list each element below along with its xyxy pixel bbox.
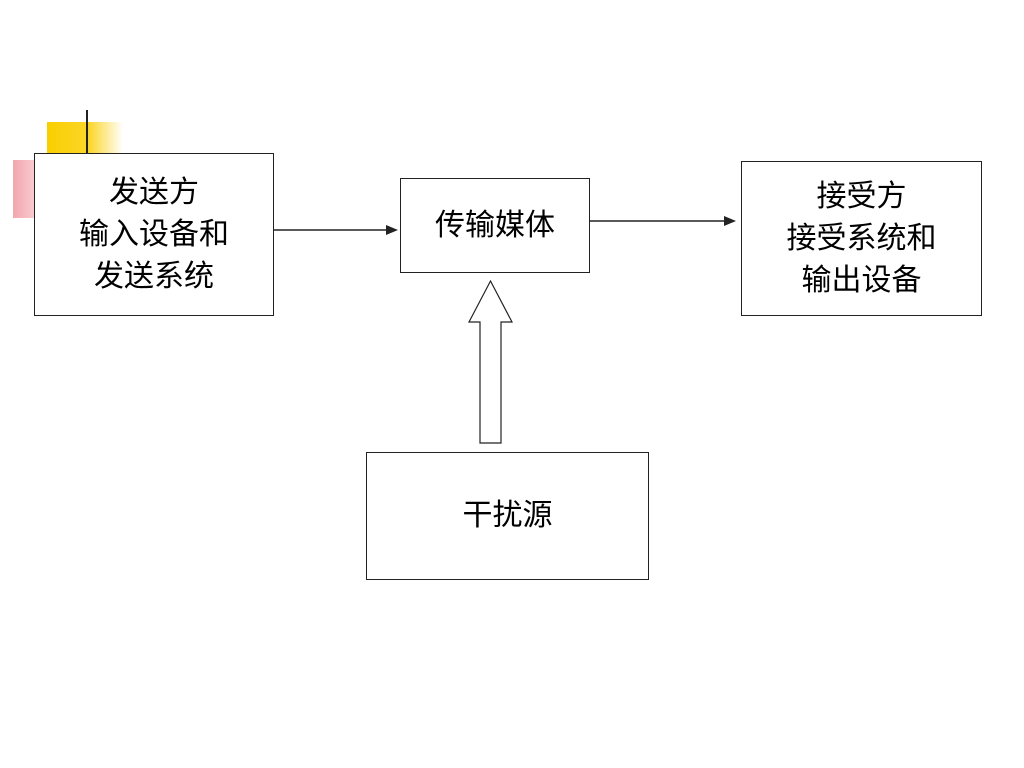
arrow-sender-to-medium: [274, 225, 398, 235]
receiver-line-1: 接受方: [816, 178, 907, 214]
noise-label: 干扰源: [462, 498, 553, 533]
medium-label: 传输媒体: [435, 207, 555, 243]
sender-line-2: 输入设备和: [79, 216, 229, 252]
noise-source-box: 干扰源: [366, 452, 649, 580]
arrow-medium-to-receiver: [590, 216, 736, 226]
receiver-line-3: 输出设备: [801, 262, 922, 298]
sender-line-3: 发送系统: [94, 258, 214, 294]
decorative-vertical-line: [86, 110, 88, 154]
receiver-box: 接受方 接受系统和 输出设备: [741, 161, 982, 316]
sender-line-1: 发送方: [109, 174, 199, 210]
sender-box: 发送方 输入设备和 发送系统: [34, 153, 274, 316]
transmission-medium-box: 传输媒体: [400, 178, 590, 273]
receiver-line-2: 接受系统和: [786, 220, 937, 256]
block-arrow-noise-to-medium: [468, 279, 513, 444]
